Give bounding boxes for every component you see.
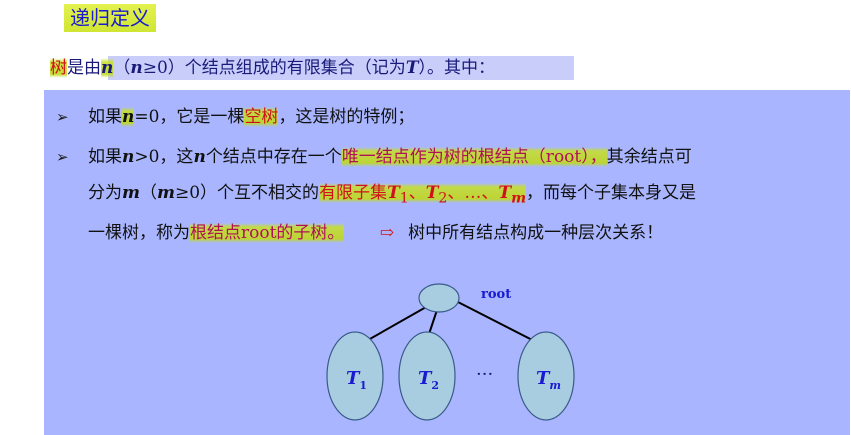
definition-text: ）。其中：	[418, 58, 495, 78]
term-subtree: 根结点root的子树。	[190, 223, 345, 243]
bullet-text: 如果	[88, 107, 122, 127]
root-node	[418, 283, 460, 313]
term-root-node: 唯一结点作为树的根结点（root），	[341, 147, 607, 167]
definition-text: （	[113, 58, 131, 78]
bullet-arrow-icon: ➢	[56, 148, 69, 166]
bullet-text: 分为	[88, 183, 122, 203]
bullet-text: 一棵树，称为	[88, 223, 190, 243]
var-n: n	[101, 58, 114, 78]
subtree-m-label: Tm	[536, 368, 561, 392]
var-m: m	[157, 183, 175, 203]
right-arrow-icon: ⇨	[379, 223, 395, 243]
var-m: m	[122, 183, 140, 203]
term-empty-tree: 空树	[244, 107, 279, 127]
bullet-text: >0，这	[134, 147, 194, 167]
subtree-m	[517, 331, 575, 421]
root-label: root	[481, 287, 511, 302]
var-n: n	[122, 107, 135, 127]
term-finite-subsets: 有限子集T1、T2、…、Tm	[319, 183, 527, 207]
page-title: 递归定义	[64, 4, 156, 32]
subtree-2-label: T2	[418, 368, 439, 392]
var-n: n	[130, 58, 143, 78]
var-n: n	[193, 147, 206, 167]
bullet-text: ，而每个子集本身又是	[526, 183, 697, 203]
bullet-text: 如果	[88, 147, 122, 167]
bullet-text: 树中所有结点构成一种层次关系！	[408, 223, 664, 243]
term-tree: 树	[50, 58, 67, 78]
content-panel: ➢ 如果n=0，它是一棵空树，这是树的特例； ➢ 如果n>0，这n个结点中存在一…	[44, 90, 850, 435]
definition-line: 树是由n（n≥0）个结点组成的有限集合（记为T）。其中：	[50, 54, 850, 82]
bullet-text: ，这是树的特例；	[278, 107, 415, 127]
bullet-text: =0，它是一棵	[134, 107, 245, 127]
definition-text: ≥0）个结点组成的有限集合（记为	[142, 58, 406, 78]
subtree-2	[398, 331, 456, 421]
bullet-text: 个结点中存在一个	[205, 147, 342, 167]
bullet-text: （	[140, 183, 157, 203]
subtree-ellipsis: ···	[476, 364, 493, 385]
subtree-1-label: T1	[346, 368, 367, 392]
var-n: n	[122, 147, 135, 167]
subtree-1	[326, 331, 384, 421]
definition-text: 是由	[67, 58, 101, 78]
bullet-text: ≥0）个互不相交的	[175, 183, 320, 203]
definition-highlight-band	[108, 56, 574, 80]
bullet-arrow-icon: ➢	[56, 108, 69, 126]
var-T: T	[405, 58, 419, 78]
tree-diagram: T1 T2 Tm ··· root	[326, 283, 575, 421]
bullet-text: 其余结点可	[606, 147, 692, 167]
edge-root-tm	[453, 299, 545, 347]
